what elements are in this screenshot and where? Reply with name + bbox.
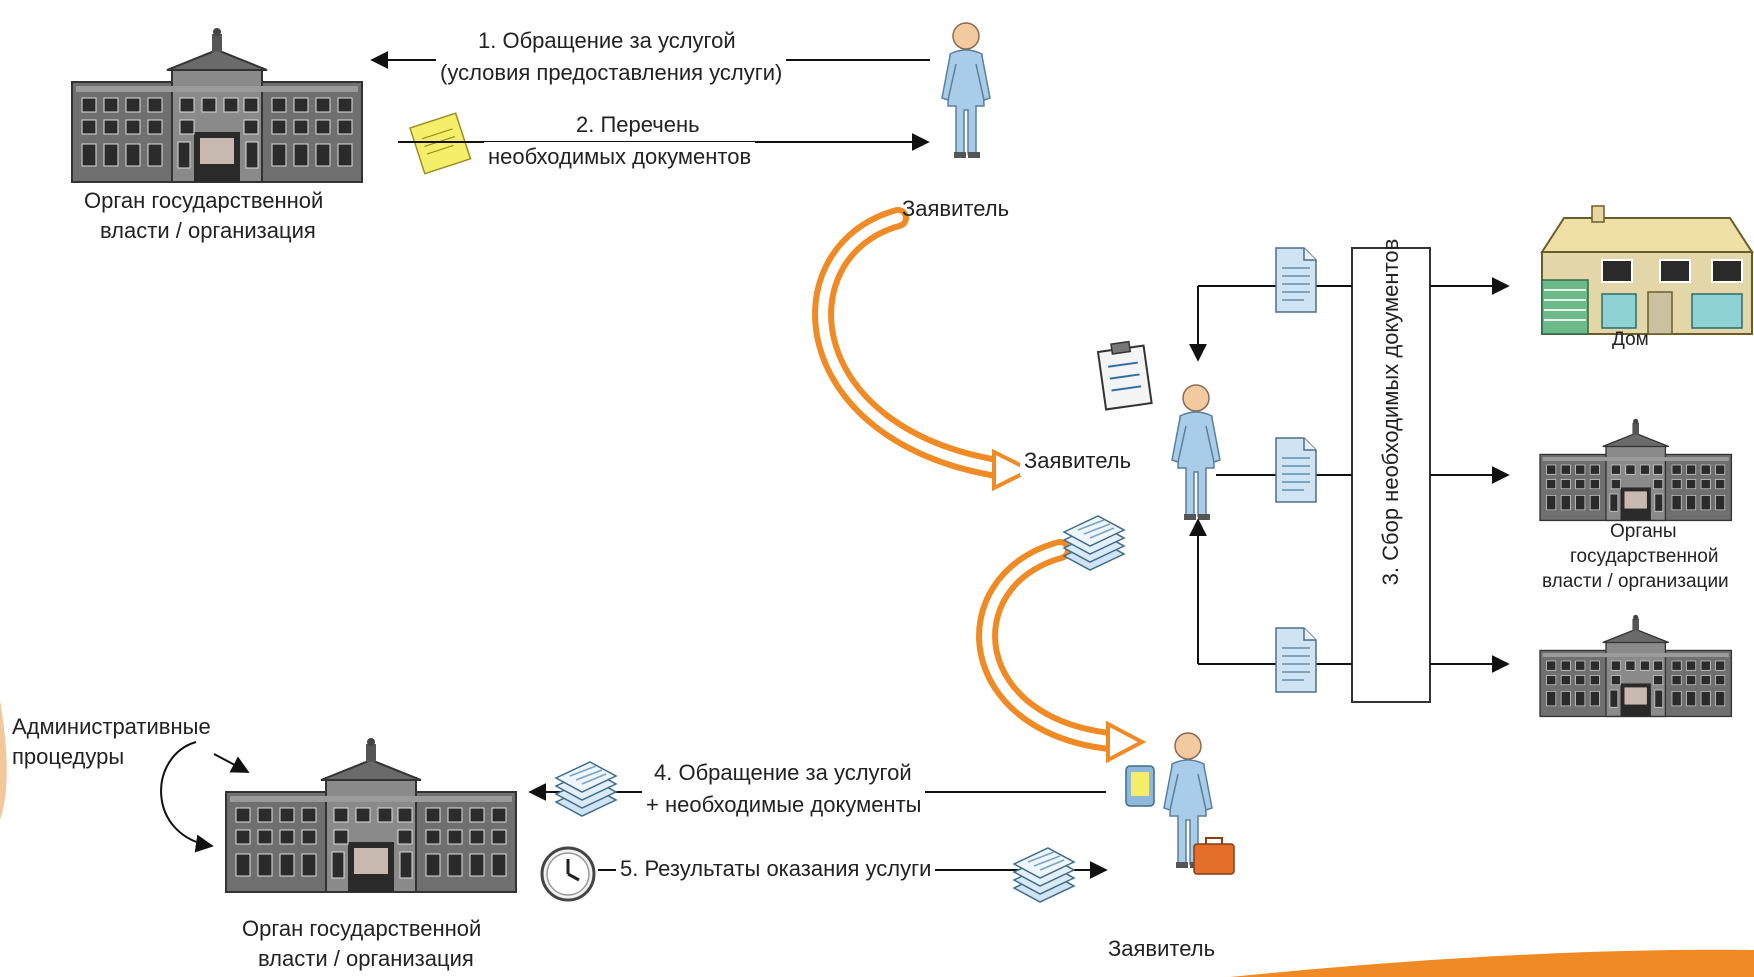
document-icon [1275, 627, 1317, 693]
step2-sublabel: необходимых документов [484, 142, 756, 172]
authorities-right-label-3: власти / организации [1542, 571, 1729, 592]
step5-label: 5. Результаты оказания услуги [616, 854, 936, 884]
applicant-top-label: Заявитель [902, 196, 1010, 221]
step4-sublabel: + необходимые документы [642, 790, 926, 820]
document-icon [1275, 247, 1317, 313]
government-building-icon [1539, 418, 1733, 522]
applicant-middle-label: Заявитель [1020, 446, 1136, 476]
admin-procedures-label-1: Административные [12, 714, 211, 739]
government-building-icon [1539, 614, 1733, 718]
document-stack-icon [1063, 515, 1125, 571]
briefcase-icon [1193, 837, 1235, 875]
step1-label: 1. Обращение за услугой [474, 26, 740, 56]
authorities-right-label-1: Органы [1610, 521, 1677, 542]
admin-procedures-label-2: процедуры [12, 744, 125, 769]
home-label: Дом [1612, 329, 1649, 350]
document-stack-icon [555, 761, 617, 817]
document-stack-icon [1013, 847, 1075, 903]
sticky-note-icon [409, 112, 472, 175]
document-icon [1275, 437, 1317, 503]
flow-arrow-top [812, 207, 1035, 492]
applicant-bottom-label: Заявитель [1108, 936, 1216, 961]
person-icon [1171, 384, 1221, 521]
step2-label: 2. Перечень [572, 110, 704, 140]
decorative-swoosh-left [0, 700, 7, 820]
clipboard-icon [1096, 340, 1153, 411]
collection-connectors [1189, 277, 1510, 673]
admin-loop-arrow-tip [213, 753, 250, 773]
flow-arrow-bottom [976, 539, 1147, 764]
government-building-icon [71, 27, 363, 183]
house-icon [1540, 205, 1754, 335]
government-building-icon [225, 737, 517, 893]
authority-top-label-1: Орган государственной [84, 188, 324, 213]
step4-label: 4. Обращение за услугой [650, 758, 916, 788]
authority-bottom-label-1: Орган государственной [242, 916, 482, 941]
clock-icon [540, 846, 596, 902]
decorative-swoosh [1230, 949, 1754, 977]
authority-bottom-label-2: власти / организация [258, 946, 474, 971]
step1-sublabel: (условия предоставления услуги) [436, 58, 787, 88]
authority-top-label-2: власти / организация [100, 218, 316, 243]
tablet-icon [1125, 765, 1155, 807]
authorities-right-label-2: государственной [1570, 546, 1719, 567]
person-icon [941, 22, 991, 159]
admin-loop-arrow [160, 741, 214, 853]
